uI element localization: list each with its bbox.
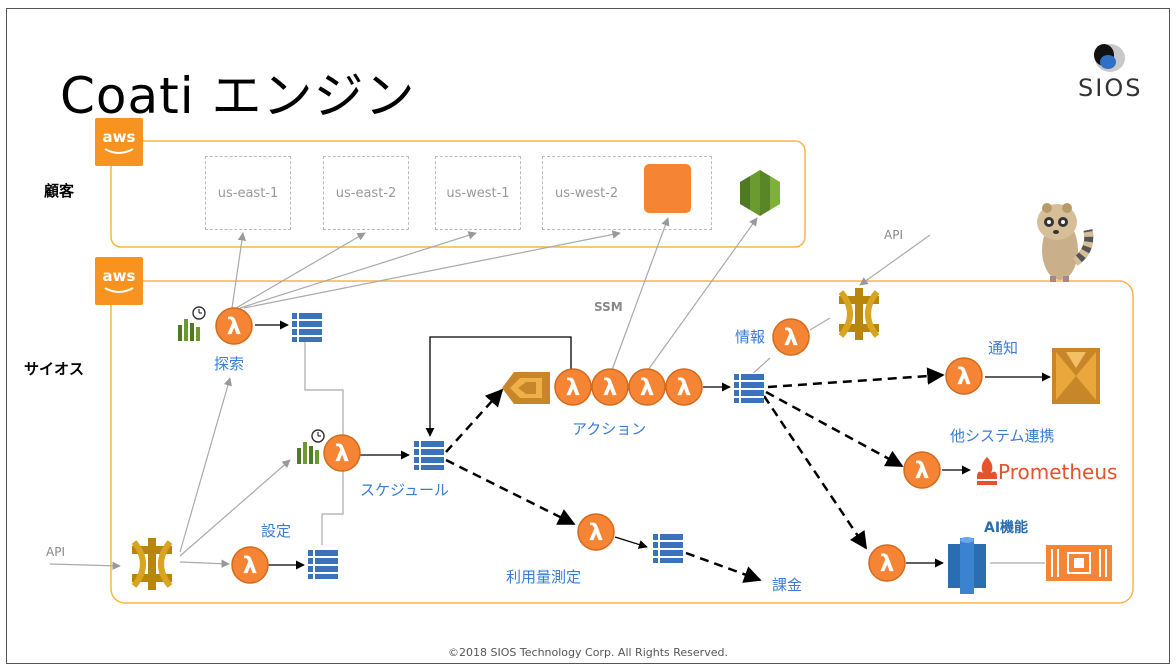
sqs-queue-config xyxy=(308,549,338,579)
scheduled-metric-icon-1 xyxy=(178,306,206,341)
lambda-action-4-icon xyxy=(665,368,703,406)
sios-logo-text: SIOS xyxy=(1078,74,1143,102)
action-label: アクション xyxy=(572,420,647,438)
lambda-usage-icon xyxy=(577,513,615,551)
cloudwatch-icon xyxy=(740,170,780,216)
ssm-label: SSM xyxy=(594,300,623,314)
customer-aws-account-box xyxy=(110,140,806,248)
sqs-queue-schedule xyxy=(414,440,444,470)
prometheus-icon xyxy=(977,457,997,485)
region-box: us-west-2 xyxy=(542,156,712,230)
aws-smile-icon xyxy=(104,148,134,154)
aws-logo-icon-sios: aws xyxy=(95,257,143,305)
ai-service-icon xyxy=(948,537,986,594)
lambda-info-icon xyxy=(772,318,810,356)
lambda-schedule-icon xyxy=(323,434,361,472)
info-label: 情報 xyxy=(735,328,766,346)
chip-instance-icon xyxy=(1046,545,1112,581)
region-box: us-east-1 xyxy=(205,156,291,230)
sios-section-label: サイオス xyxy=(24,360,85,378)
step-functions-icon xyxy=(502,372,550,404)
lambda-notify-icon xyxy=(945,357,983,395)
billing-label: 課金 xyxy=(772,576,803,594)
prometheus-label: Prometheus xyxy=(998,460,1118,484)
lambda-config-icon xyxy=(231,546,269,584)
api-gateway-icon-top xyxy=(838,288,880,340)
sqs-queue-explore xyxy=(292,312,322,342)
coati-mascot-icon xyxy=(1037,203,1094,282)
ai-label: AI機能 xyxy=(984,520,1029,536)
explore-label: 探索 xyxy=(214,355,245,373)
region-box: us-east-2 xyxy=(323,156,409,230)
sns-icon xyxy=(1052,348,1100,404)
schedule-label: スケジュール xyxy=(360,481,449,499)
region-box: us-west-1 xyxy=(435,156,521,230)
notify-label: 通知 xyxy=(988,339,1019,357)
api-gateway-icon-bottom xyxy=(131,538,173,590)
lambda-action-2-icon xyxy=(591,368,629,406)
lambda-action-1-icon xyxy=(554,368,592,406)
scheduled-metric-icon-2 xyxy=(297,429,325,464)
page-title: Coati エンジン xyxy=(60,67,416,125)
ec2-instance-icon xyxy=(644,164,691,213)
lambda-explore-icon xyxy=(215,307,253,345)
sqs-queue-info xyxy=(734,373,764,403)
api-left-label: API xyxy=(46,545,65,559)
config-label: 設定 xyxy=(261,522,292,540)
sqs-queue-usage xyxy=(653,533,683,563)
aws-smile-icon xyxy=(104,287,134,293)
lambda-action-3-icon xyxy=(628,368,666,406)
lambda-ai-icon xyxy=(868,544,906,582)
sios-aws-account-box xyxy=(110,280,1134,604)
copyright-footer: ©2018 SIOS Technology Corp. All Rights R… xyxy=(448,646,728,659)
usage-label: 利用量測定 xyxy=(506,568,582,586)
lambda-prometheus-icon xyxy=(903,451,941,489)
aws-logo-icon-customer: aws xyxy=(95,118,143,166)
api-top-label: API xyxy=(884,228,903,242)
slide-frame xyxy=(6,8,1170,664)
customer-section-label: 顧客 xyxy=(44,182,75,200)
other-system-label: 他システム連携 xyxy=(950,427,1055,445)
sios-logo-icon xyxy=(1094,44,1125,72)
